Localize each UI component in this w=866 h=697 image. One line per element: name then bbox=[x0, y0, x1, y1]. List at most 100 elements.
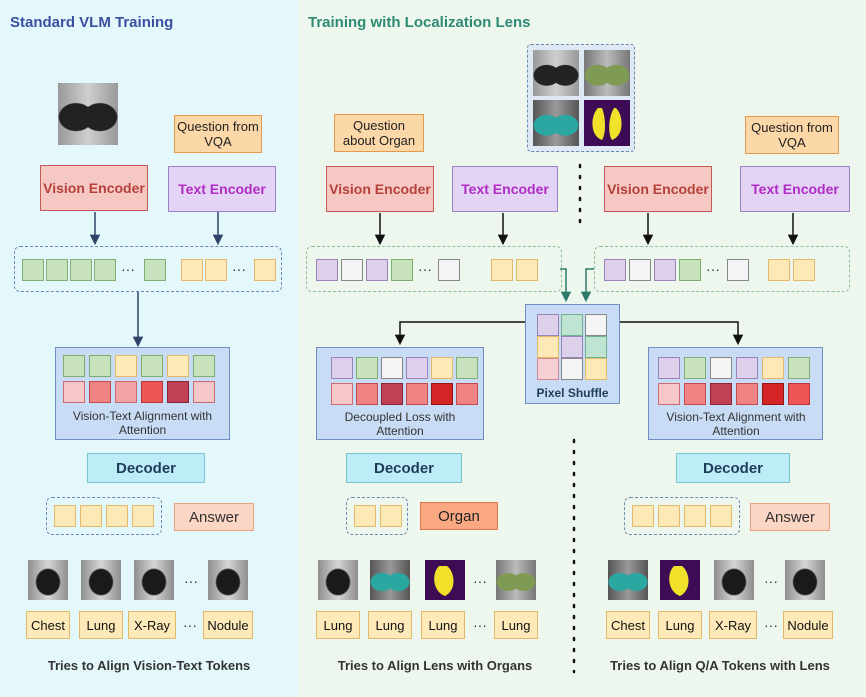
alignment-caption: Vision-Text Alignment with Attention bbox=[72, 409, 213, 437]
answer-token bbox=[106, 505, 128, 527]
vision-encoder: Vision Encoder bbox=[40, 165, 148, 211]
lung-teal-crop bbox=[370, 560, 410, 600]
attention-weight bbox=[193, 381, 215, 403]
lung-overlay-thumbnail bbox=[584, 50, 630, 96]
vision-token bbox=[316, 259, 338, 281]
lung-teal-thumbnail bbox=[533, 100, 579, 146]
attention-weight bbox=[89, 381, 111, 403]
shuffle-cell bbox=[537, 336, 559, 358]
attention-weight bbox=[63, 381, 85, 403]
label-xray: X-Ray bbox=[709, 611, 757, 639]
label-nodule: Nodule bbox=[203, 611, 253, 639]
xray-crop bbox=[785, 560, 825, 600]
question-about-organ-box: Question about Organ bbox=[334, 114, 424, 152]
vision-token bbox=[604, 259, 626, 281]
lung-overlay-crop bbox=[496, 560, 536, 600]
vision-token bbox=[391, 259, 413, 281]
text-token bbox=[205, 259, 227, 281]
xray-crop bbox=[134, 560, 174, 600]
attention-weight bbox=[167, 381, 189, 403]
shuffle-cell bbox=[585, 358, 607, 380]
shuffle-cell bbox=[537, 314, 559, 336]
label-lung: Lung bbox=[421, 611, 465, 639]
label-lung: Lung bbox=[658, 611, 702, 639]
ellipsis: ··· bbox=[232, 261, 246, 277]
shuffle-cell bbox=[561, 358, 583, 380]
attention-weight bbox=[141, 381, 163, 403]
attention-token bbox=[658, 357, 680, 379]
left-footer: Tries to Align Vision-Text Tokens bbox=[47, 658, 251, 673]
answer-token bbox=[132, 505, 154, 527]
qa-decoder: Decoder bbox=[676, 453, 790, 483]
attention-weight bbox=[431, 383, 453, 405]
ellipsis: ··· bbox=[418, 261, 432, 277]
vision-token bbox=[46, 259, 68, 281]
organ-token-sequence bbox=[306, 246, 562, 292]
text-token bbox=[768, 259, 790, 281]
attention-token bbox=[89, 355, 111, 377]
vision-token bbox=[654, 259, 676, 281]
answer-token bbox=[684, 505, 706, 527]
attention-weight bbox=[788, 383, 810, 405]
lung-mask-shape bbox=[669, 566, 689, 596]
attention-token bbox=[356, 357, 378, 379]
shuffle-cell bbox=[537, 358, 559, 380]
answer-token bbox=[380, 505, 402, 527]
attention-token bbox=[167, 355, 189, 377]
qa-text-encoder: Text Encoder bbox=[740, 166, 850, 212]
pixel-shuffle-label: Pixel Shuffle bbox=[536, 386, 609, 400]
chest-xray-image bbox=[58, 83, 118, 145]
attention-token bbox=[762, 357, 784, 379]
label-lung: Lung bbox=[79, 611, 123, 639]
attention-token bbox=[456, 357, 478, 379]
attention-weight bbox=[710, 383, 732, 405]
attention-weight bbox=[456, 383, 478, 405]
organ-footer: Tries to Align Lens with Organs bbox=[337, 658, 533, 673]
attention-token bbox=[406, 357, 428, 379]
label-nodule: Nodule bbox=[783, 611, 833, 639]
decoupled-loss-caption: Decoupled Loss with Attention bbox=[344, 410, 456, 438]
text-token bbox=[491, 259, 513, 281]
organ-answer-box: Organ bbox=[420, 502, 498, 530]
answer-token bbox=[54, 505, 76, 527]
text-encoder: Text Encoder bbox=[168, 166, 276, 212]
answer-token bbox=[632, 505, 654, 527]
attention-token bbox=[736, 357, 758, 379]
attention-token bbox=[710, 357, 732, 379]
lung-mask-crop bbox=[425, 560, 465, 600]
right-panel-title: Training with Localization Lens bbox=[308, 14, 531, 31]
label-lung: Lung bbox=[316, 611, 360, 639]
organ-decoder: Decoder bbox=[346, 453, 462, 483]
xray-thumbnail bbox=[533, 50, 579, 96]
token-sequence bbox=[14, 246, 282, 292]
ellipsis: ··· bbox=[473, 617, 487, 633]
vision-token bbox=[438, 259, 460, 281]
attention-token bbox=[431, 357, 453, 379]
organ-answer-token-group bbox=[346, 497, 408, 535]
ellipsis: ··· bbox=[706, 261, 720, 277]
text-token bbox=[181, 259, 203, 281]
attention-weight bbox=[356, 383, 378, 405]
attention-token bbox=[193, 355, 215, 377]
qa-answer-box: Answer bbox=[750, 503, 830, 531]
attention-token bbox=[331, 357, 353, 379]
shuffle-cell bbox=[561, 314, 583, 336]
vision-token bbox=[94, 259, 116, 281]
vision-token bbox=[727, 259, 749, 281]
attention-token bbox=[788, 357, 810, 379]
lung-mask-shape bbox=[592, 108, 622, 140]
attention-weight bbox=[658, 383, 680, 405]
vision-token bbox=[679, 259, 701, 281]
label-lung: Lung bbox=[368, 611, 412, 639]
text-token bbox=[254, 259, 276, 281]
answer-box: Answer bbox=[174, 503, 254, 531]
answer-token bbox=[710, 505, 732, 527]
text-token bbox=[516, 259, 538, 281]
attention-weight bbox=[331, 383, 353, 405]
answer-token bbox=[658, 505, 680, 527]
qa-token-sequence bbox=[594, 246, 850, 292]
left-panel-title: Standard VLM Training bbox=[10, 14, 174, 31]
attention-weight bbox=[381, 383, 403, 405]
attention-weight bbox=[406, 383, 428, 405]
